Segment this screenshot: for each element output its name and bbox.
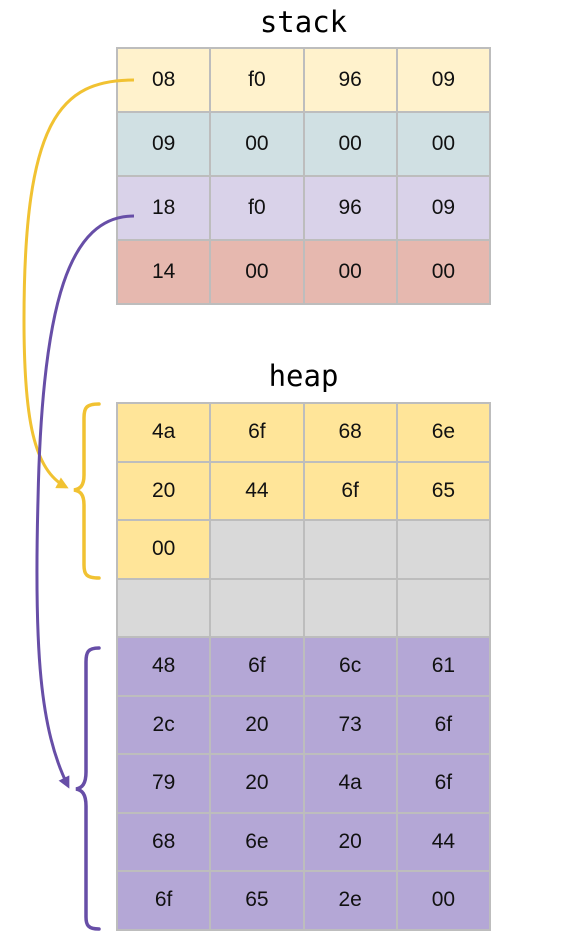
stack-title: stack [259, 5, 348, 39]
stack-cell: 00 [397, 113, 491, 177]
heap-cell: 6f [397, 755, 491, 814]
stack-cell: 96 [304, 177, 398, 241]
heap-cell [397, 521, 491, 580]
stack-cell: 09 [118, 113, 212, 177]
heap-cell: 6f [211, 638, 305, 697]
heap-cell: 20 [211, 696, 305, 755]
heap-cell: 65 [397, 462, 491, 521]
heap-cell: 6e [211, 813, 305, 872]
heap-cell [304, 521, 398, 580]
stack-cell: 14 [118, 241, 212, 305]
heap-cell: 79 [118, 755, 212, 814]
heap-cell: 6f [397, 696, 491, 755]
heap-cell: 73 [304, 696, 398, 755]
stack-cell: 09 [397, 177, 491, 241]
heap-cell: 00 [118, 521, 212, 580]
stack-cell: f0 [211, 49, 305, 113]
heap-cell [304, 579, 398, 638]
heap-cell: 00 [397, 872, 491, 931]
heap-cell: 48 [118, 638, 212, 697]
stack-cell: 00 [397, 241, 491, 305]
heap-cell: 68 [118, 813, 212, 872]
heap-string-1-brace [73, 402, 101, 580]
heap-cell: 20 [304, 813, 398, 872]
heap-cell [211, 579, 305, 638]
heap-cell: 4a [118, 404, 212, 463]
stack-cell: 18 [118, 177, 212, 241]
heap-cell: 65 [211, 872, 305, 931]
stack-cell: 96 [304, 49, 398, 113]
heap-cell: 6c [304, 638, 398, 697]
heap-cell: 2c [118, 696, 212, 755]
heap-cell: 68 [304, 404, 398, 463]
heap-title: heap [268, 359, 339, 393]
heap-cell: 20 [211, 755, 305, 814]
heap-string-2-brace [75, 646, 101, 931]
stack-cell: f0 [211, 177, 305, 241]
heap-cell [397, 579, 491, 638]
heap-cell [118, 579, 212, 638]
heap-cell: 44 [397, 813, 491, 872]
heap-cell: 61 [397, 638, 491, 697]
heap-cell: 20 [118, 462, 212, 521]
heap-cell [211, 521, 305, 580]
heap-cell: 4a [304, 755, 398, 814]
heap-cell: 6f [118, 872, 212, 931]
heap-cell: 6e [397, 404, 491, 463]
heap-cell: 2e [304, 872, 398, 931]
stack-cell: 00 [304, 113, 398, 177]
heap-cell: 44 [211, 462, 305, 521]
pointer-arrow-stack-row-2 [35, 214, 135, 789]
heap-cell: 6f [211, 404, 305, 463]
stack-cell: 00 [211, 113, 305, 177]
heap-cell: 6f [304, 462, 398, 521]
stack-cell: 00 [211, 241, 305, 305]
stack-cell: 09 [397, 49, 491, 113]
stack-cell: 00 [304, 241, 398, 305]
